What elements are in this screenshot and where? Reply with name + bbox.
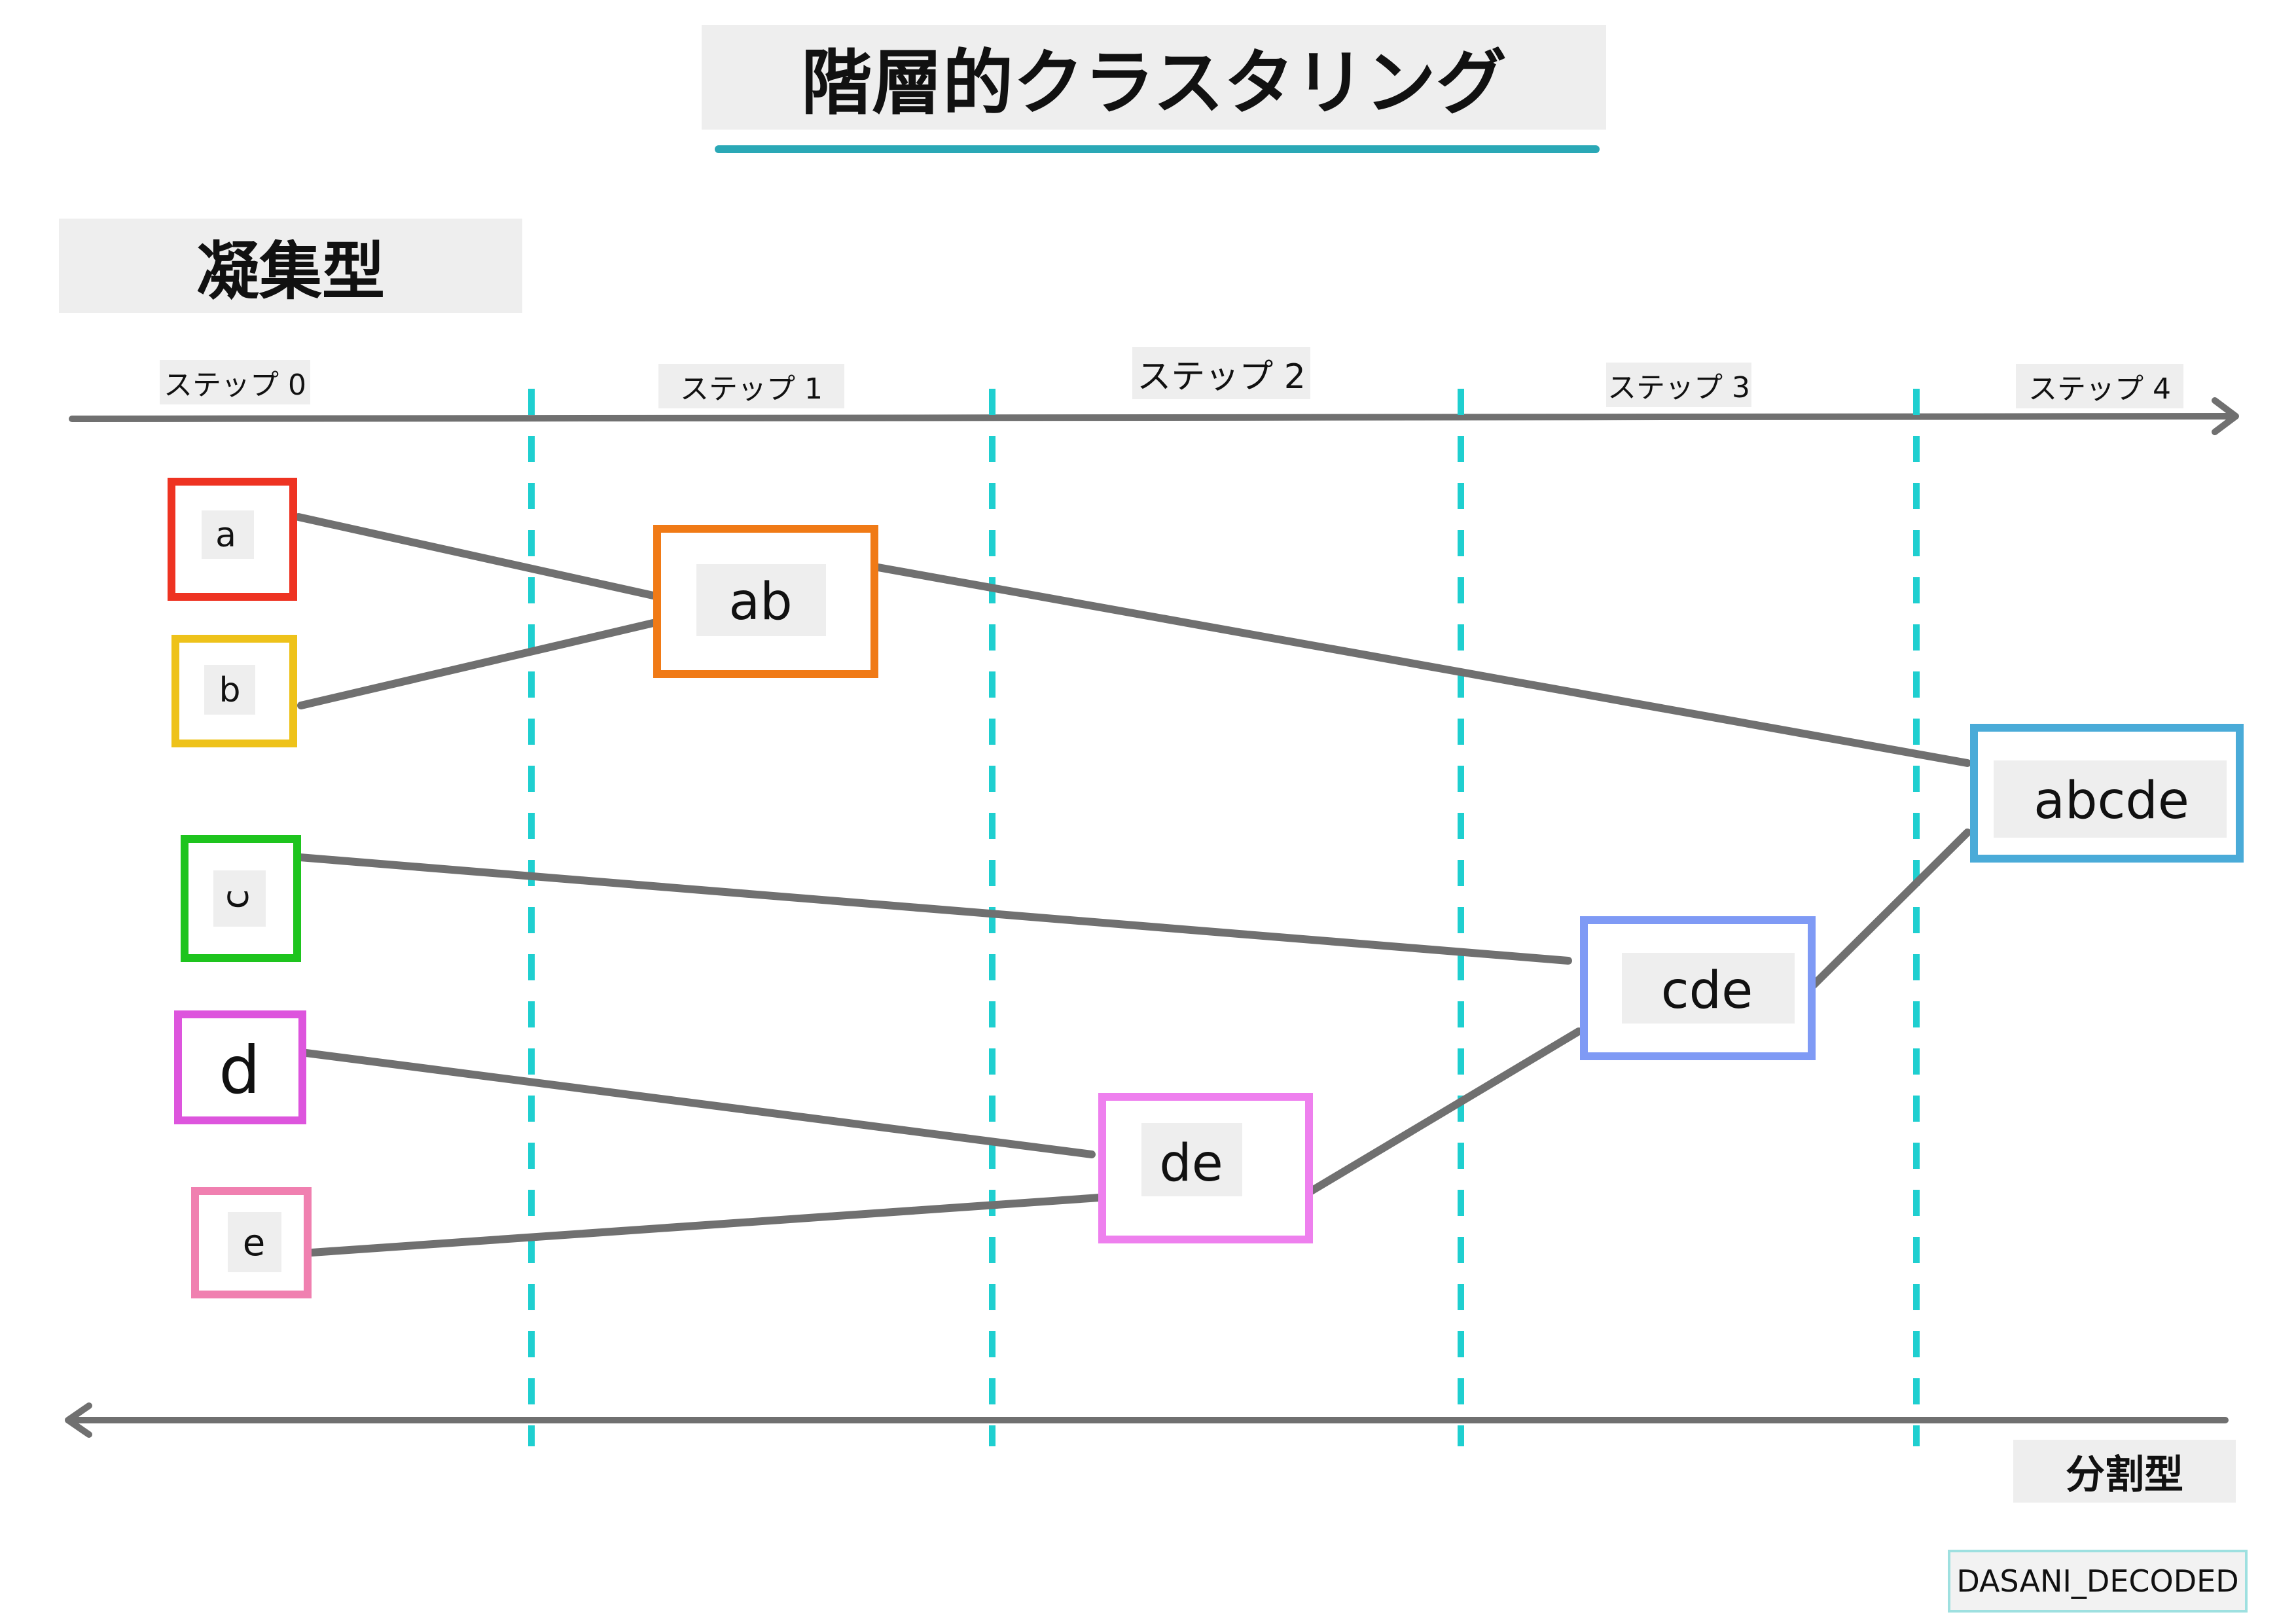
node-a-label-bg <box>202 510 254 559</box>
connector-ab-abcde <box>870 563 1971 767</box>
node-b-label: b <box>219 671 240 710</box>
node-de-label-bg <box>1141 1123 1242 1196</box>
node-abcde: abcde <box>1970 724 2244 863</box>
page-title: 階層的クラスタリング <box>702 25 1606 130</box>
step-0-label: ステップ 0 <box>160 360 310 404</box>
node-ab-label: ab <box>728 573 792 632</box>
connector-de-cde <box>1305 1027 1583 1196</box>
node-de-box <box>1098 1093 1313 1243</box>
footer-tag: DASANI_DECODED <box>1948 1550 2248 1613</box>
node-a: a <box>168 478 297 601</box>
node-de: de <box>1098 1093 1313 1243</box>
divisive-axis-arrow <box>65 1402 2229 1438</box>
connector-e-de <box>308 1194 1103 1257</box>
step-3-label: ステップ 3 <box>1606 363 1751 407</box>
node-d: d <box>174 1010 306 1124</box>
step-1-label: ステップ 1 <box>658 364 844 408</box>
node-a-label: a <box>215 516 236 555</box>
node-c-label: c <box>215 889 257 910</box>
node-b: b <box>171 635 297 747</box>
node-abcde-label-bg <box>1994 760 2227 838</box>
connector-d-de <box>297 1048 1096 1158</box>
node-c: c <box>181 835 301 962</box>
divisive-label: 分割型 <box>2013 1440 2236 1503</box>
agglomerative-axis-arrow <box>69 397 2239 435</box>
connector-b-ab <box>297 619 657 709</box>
node-e-label: e <box>243 1222 265 1264</box>
node-cde-label: cde <box>1661 961 1753 1020</box>
connector-cde-abcde <box>1808 829 1971 991</box>
node-cde-label-bg <box>1622 953 1795 1024</box>
node-c-label-bg <box>213 870 266 927</box>
node-d-label: d <box>219 1032 260 1109</box>
node-e: e <box>191 1187 312 1298</box>
step-4-label: ステップ 4 <box>2016 364 2183 408</box>
node-de-label: de <box>1159 1134 1223 1193</box>
node-cde: cde <box>1580 916 1816 1060</box>
node-e-label-bg <box>228 1212 281 1272</box>
step-2-label: ステップ 2 <box>1132 347 1310 399</box>
title-underline <box>715 145 1600 153</box>
connector-c-cde <box>296 853 1572 965</box>
node-ab: ab <box>653 525 878 678</box>
node-d-box <box>174 1010 306 1124</box>
node-b-label-bg <box>204 665 255 715</box>
connector-a-ab <box>295 513 657 599</box>
node-abcde-label: abcde <box>2034 772 2189 830</box>
agglomerative-label: 凝集型 <box>59 219 522 313</box>
node-ab-label-bg <box>696 564 826 636</box>
